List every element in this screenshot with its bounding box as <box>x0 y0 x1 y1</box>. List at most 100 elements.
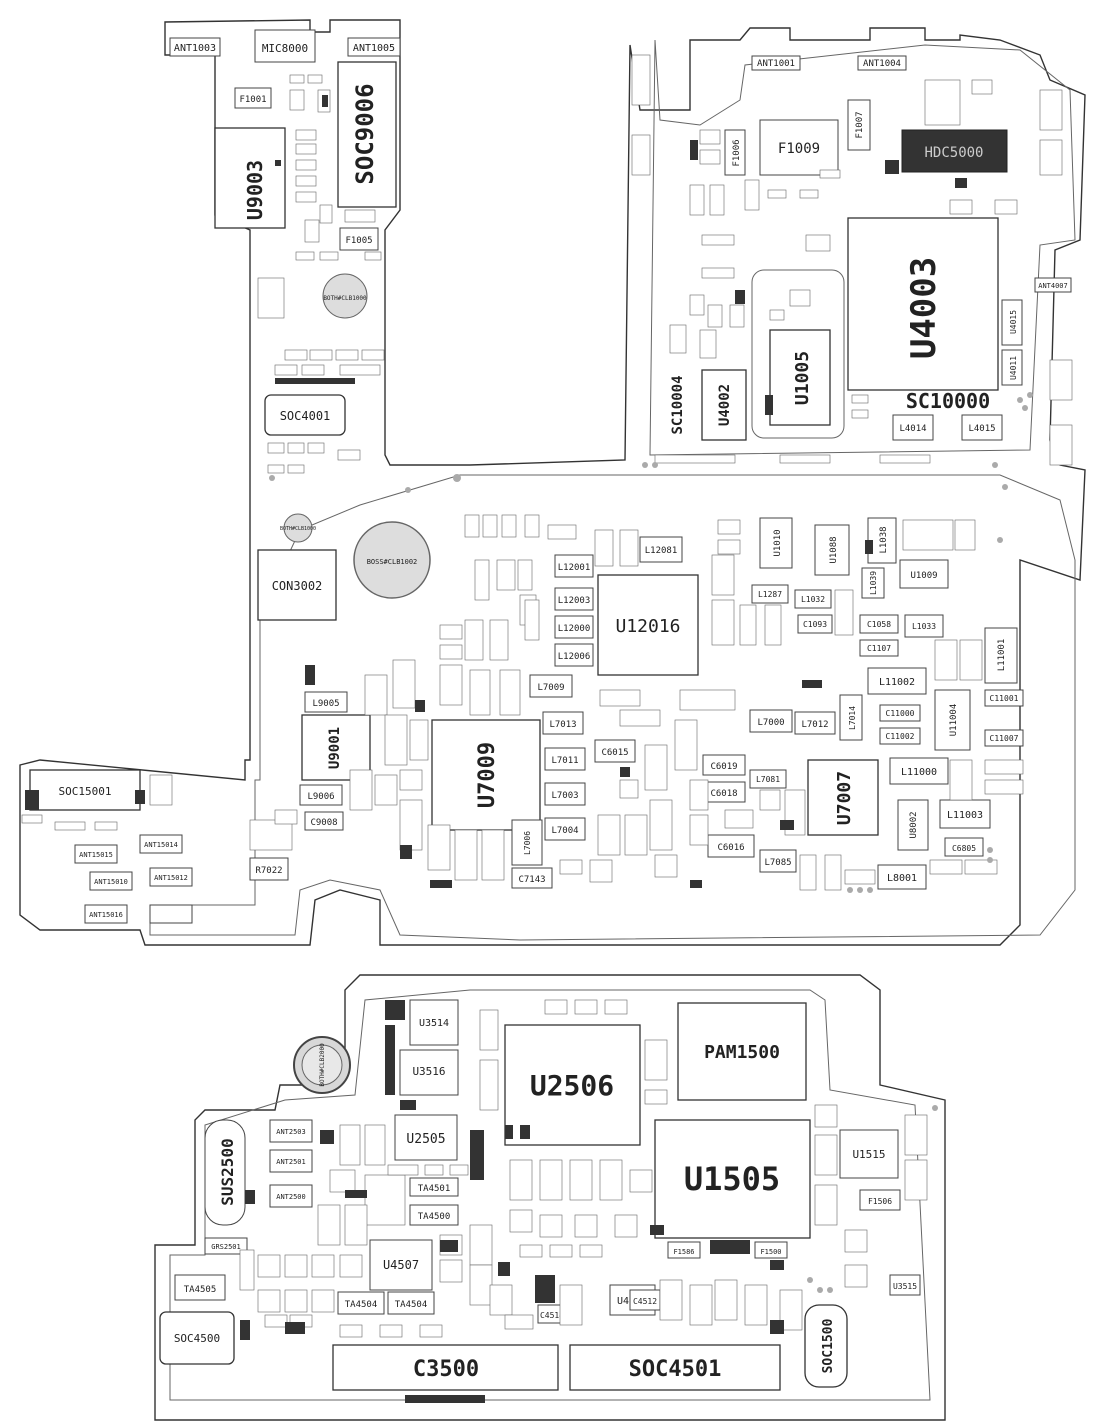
soc1500-label: SOC1500 <box>821 1318 836 1373</box>
u1005-label: U1005 <box>792 351 813 405</box>
ant1001-component <box>751 55 801 71</box>
con3002-component <box>257 549 337 621</box>
svg-text:C6019: C6019 <box>710 762 737 772</box>
svg-text:C11002: C11002 <box>886 732 915 741</box>
u9001-component <box>301 714 371 781</box>
svg-text:U1010: U1010 <box>773 529 783 556</box>
u4507-label: U4507 <box>383 1258 419 1272</box>
u2505-label: U2505 <box>406 1132 445 1147</box>
ant1005-label: ANT1005 <box>353 43 395 54</box>
u7007-component <box>807 759 879 836</box>
boss-clb1002-label: BOSS#CLB1002 <box>367 558 418 566</box>
svg-text:L11002: L11002 <box>879 677 915 688</box>
svg-text:ANT15010: ANT15010 <box>94 878 128 886</box>
ant1004-component <box>857 55 907 71</box>
u2505-component <box>394 1114 458 1161</box>
svg-text:TA4505: TA4505 <box>184 1285 217 1295</box>
f1009-label: F1009 <box>778 141 820 157</box>
c3500-label: C3500 <box>413 1357 479 1382</box>
svg-text:L7081: L7081 <box>756 775 780 784</box>
svg-text:L11000: L11000 <box>901 767 937 778</box>
u1515-component <box>839 1129 899 1179</box>
sus2500-component <box>204 1119 246 1226</box>
svg-text:C4514: C4514 <box>540 1311 564 1320</box>
f1006-label: F1006 <box>732 139 742 166</box>
l4014-label: L4014 <box>899 424 926 434</box>
soc15001-label: SOC15001 <box>59 785 112 798</box>
svg-text:L12081: L12081 <box>645 546 678 556</box>
svg-text:F1586: F1586 <box>673 1248 694 1256</box>
u7009-label: U7009 <box>475 742 500 808</box>
l4015-label: L4015 <box>968 424 995 434</box>
svg-text:L1039: L1039 <box>869 571 878 595</box>
svg-text:ANT15015: ANT15015 <box>79 851 113 859</box>
svg-text:TA4500: TA4500 <box>418 1212 451 1222</box>
pam1500-label: PAM1500 <box>704 1042 780 1063</box>
u4003-label: U4003 <box>904 257 944 359</box>
f1005-component <box>339 227 379 251</box>
ant1001-label: ANT1001 <box>757 59 795 69</box>
svg-text:L7000: L7000 <box>757 718 784 728</box>
u7007-label: U7007 <box>834 771 855 825</box>
svg-text:C6018: C6018 <box>710 789 737 799</box>
svg-text:L11003: L11003 <box>947 810 983 821</box>
l4015-component <box>961 414 1003 441</box>
svg-text:L9006: L9006 <box>307 792 334 802</box>
svg-text:TA4504: TA4504 <box>345 1300 378 1310</box>
svg-text:L1032: L1032 <box>801 595 825 604</box>
both-clb-label-upper: BOTH#CLB1000 <box>323 295 367 302</box>
svg-text:L9005: L9005 <box>312 699 339 709</box>
f1009-component <box>759 119 839 176</box>
u2506-label: U2506 <box>530 1069 614 1102</box>
u1515-label: U1515 <box>852 1148 885 1161</box>
svg-text:C6805: C6805 <box>952 844 976 853</box>
ant1003-label: ANT1003 <box>174 43 216 54</box>
small-parts-lower <box>239 999 928 1403</box>
soc4501-component <box>569 1344 781 1391</box>
lower-section: BOTH#CLB2000 U3514 U3516 U2506 PAM1500 U… <box>159 999 928 1403</box>
svg-text:ANT15014: ANT15014 <box>144 841 178 849</box>
sc10000-label: SC10000 <box>906 389 990 413</box>
left-wing-section: SOC15001 ANT15015 ANT15014 ANT15010 ANT1… <box>21 769 193 924</box>
svg-text:C1058: C1058 <box>867 620 891 629</box>
svg-text:L1033: L1033 <box>912 622 936 631</box>
svg-text:C9008: C9008 <box>310 818 337 828</box>
svg-text:L7014: L7014 <box>848 706 857 730</box>
ant4007-label: ANT4007 <box>1038 282 1068 290</box>
svg-text:U1088: U1088 <box>829 536 839 563</box>
svg-text:R7022: R7022 <box>255 866 282 876</box>
svg-text:U8002: U8002 <box>909 811 919 838</box>
hdc5000-component <box>901 129 1008 173</box>
f1001-component <box>234 87 272 109</box>
svg-text:ANT2503: ANT2503 <box>276 1128 306 1136</box>
mid-labelled-parts: L12001 L12003 L12000 L12006 L12081 U1010… <box>249 517 1024 890</box>
hdc5000-label: HDC5000 <box>924 145 983 161</box>
svg-text:L7011: L7011 <box>551 756 578 766</box>
svg-text:U1009: U1009 <box>910 571 937 581</box>
svg-text:F1506: F1506 <box>868 1197 892 1206</box>
svg-text:C11001: C11001 <box>990 694 1019 703</box>
svg-text:L11001: L11001 <box>997 639 1007 672</box>
ant1003-component <box>169 37 221 57</box>
svg-text:L7012: L7012 <box>801 720 828 730</box>
con3002-label: CON3002 <box>272 579 323 593</box>
svg-text:U11004: U11004 <box>949 704 959 737</box>
soc1500-component <box>804 1304 848 1388</box>
svg-text:TA4501: TA4501 <box>418 1184 451 1194</box>
svg-text:C11000: C11000 <box>886 709 915 718</box>
u4015-component <box>1001 299 1023 346</box>
u4003-component <box>847 217 999 391</box>
svg-text:C6016: C6016 <box>717 843 744 853</box>
small-parts-upper-left <box>275 74 382 261</box>
u4507-component <box>369 1239 433 1291</box>
u4002-label: U4002 <box>717 384 733 426</box>
u4002-component <box>701 369 747 441</box>
small-parts-middle <box>249 514 1024 891</box>
mic8000-label: MIC8000 <box>262 42 308 55</box>
c3500-component <box>332 1344 559 1391</box>
soc4500-label: SOC4500 <box>174 1332 220 1345</box>
u3516-label: U3516 <box>412 1065 445 1078</box>
svg-text:C11007: C11007 <box>990 734 1019 743</box>
svg-text:L7013: L7013 <box>549 720 576 730</box>
small-parts-mid-left <box>274 349 385 384</box>
